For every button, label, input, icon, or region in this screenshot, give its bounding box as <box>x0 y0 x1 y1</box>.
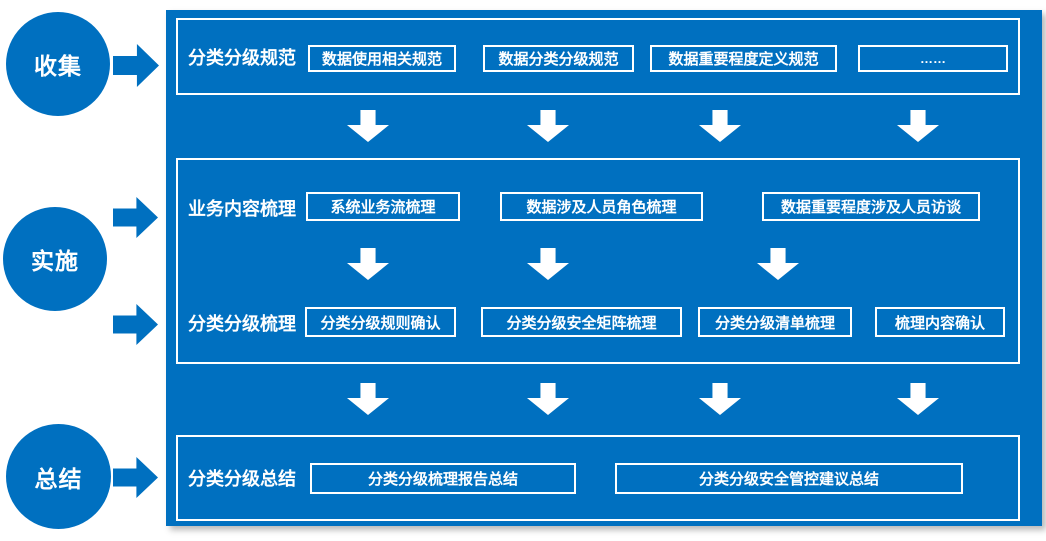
stage-label-summary: 总结 <box>34 465 83 492</box>
process-box: 数据重要程度定义规范 <box>650 45 837 72</box>
right-arrow-icon <box>113 304 158 345</box>
section-label: 业务内容梳理 <box>188 199 296 219</box>
process-box: 分类分级安全矩阵梳理 <box>481 307 682 337</box>
section-label: 分类分级规范 <box>188 47 296 68</box>
section-summary: 分类分级总结 分类分级梳理报告总结 分类分级安全管控建议总结 <box>176 435 1020 521</box>
process-box: 数据分类分级规范 <box>483 45 634 72</box>
down-arrow-icon <box>527 248 569 280</box>
process-box: 分类分级清单梳理 <box>698 307 852 337</box>
down-arrow-icon <box>527 383 569 415</box>
process-box: 分类分级规则确认 <box>305 307 456 337</box>
down-arrow-icon <box>527 110 569 142</box>
process-box: 数据涉及人员角色梳理 <box>500 192 703 221</box>
stage-circle-implement: 实施 <box>3 207 107 311</box>
section-label: 分类分级梳理 <box>188 314 296 334</box>
right-arrow-icon <box>113 197 158 238</box>
section-label: 分类分级总结 <box>188 469 296 489</box>
process-box: 梳理内容确认 <box>875 307 1005 337</box>
down-arrow-icon <box>897 383 939 415</box>
down-arrow-icon <box>347 248 389 280</box>
right-arrow-icon <box>113 457 158 498</box>
process-box: 分类分级梳理报告总结 <box>310 463 576 494</box>
process-box: 分类分级安全管控建议总结 <box>615 463 963 494</box>
process-box: 数据使用相关规范 <box>308 45 456 72</box>
down-arrow-icon <box>699 110 741 142</box>
process-box: 系统业务流梳理 <box>306 192 460 221</box>
main-panel: 分类分级规范 数据使用相关规范 数据分类分级规范 数据重要程度定义规范 …… 业… <box>166 10 1042 526</box>
down-arrow-icon <box>347 383 389 415</box>
stage-label-implement: 实施 <box>31 248 79 274</box>
right-arrow-icon <box>113 44 159 87</box>
down-arrow-icon <box>897 110 939 142</box>
down-arrow-icon <box>347 110 389 142</box>
process-box-ellipsis: …… <box>858 45 1008 72</box>
down-arrow-icon <box>699 383 741 415</box>
down-arrow-icon <box>757 248 799 280</box>
section-spec-collection: 分类分级规范 数据使用相关规范 数据分类分级规范 数据重要程度定义规范 …… <box>176 18 1020 95</box>
stage-label-collect: 收集 <box>34 53 82 79</box>
section-implementation: 业务内容梳理 系统业务流梳理 数据涉及人员角色梳理 数据重要程度涉及人员访谈 分… <box>176 158 1020 364</box>
process-box: 数据重要程度涉及人员访谈 <box>762 192 980 221</box>
stage-circle-collect: 收集 <box>6 12 110 116</box>
stage-circle-summary: 总结 <box>6 424 111 529</box>
